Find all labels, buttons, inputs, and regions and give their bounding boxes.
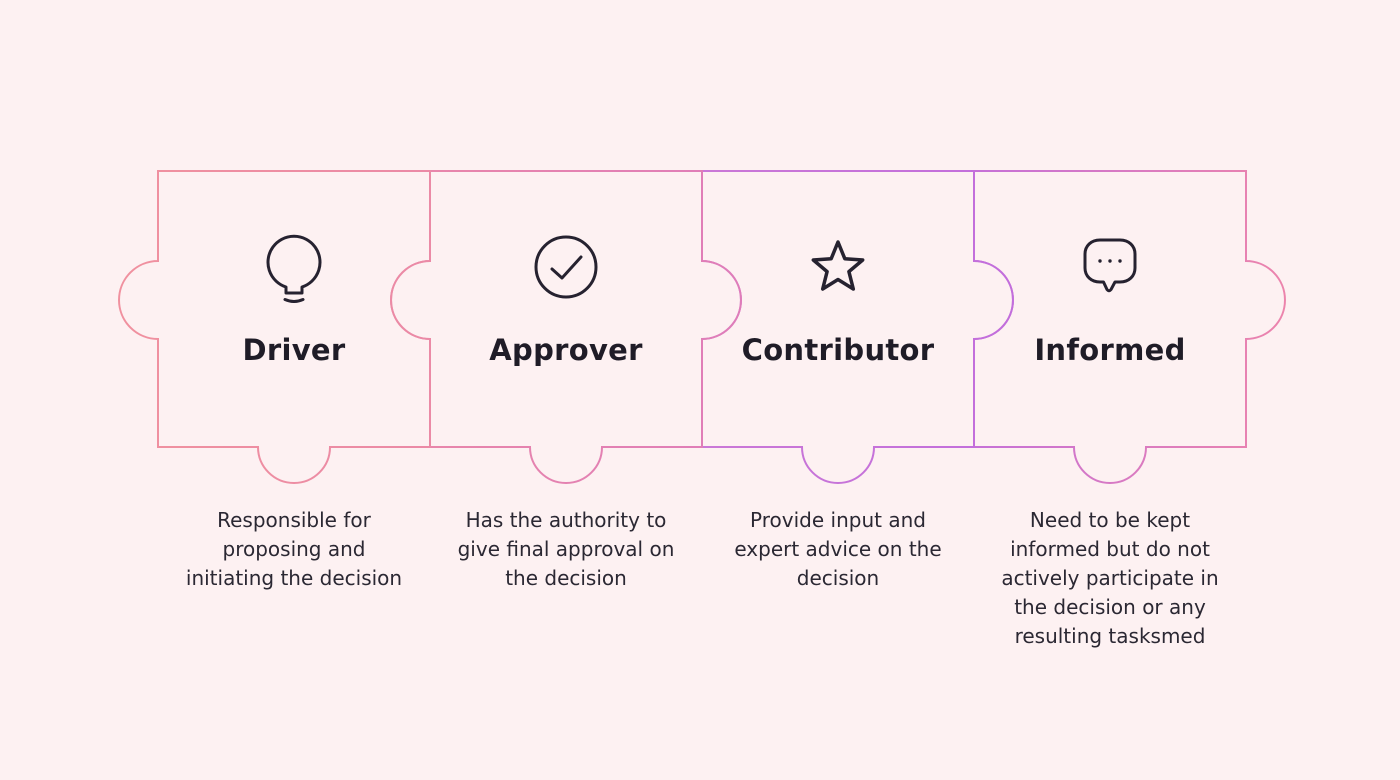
informed-icon-wrap [1074,231,1146,303]
piece-title-informed: Informed [1034,333,1186,367]
piece-informed: Informed [974,171,1246,447]
driver-icon-wrap [258,231,330,303]
approver-icon-wrap [530,231,602,303]
check-circle-icon [534,235,598,299]
piece-description-driver: Responsible for proposing and initiating… [185,508,403,590]
piece-approver: Approver [430,171,702,447]
piece-driver: Driver [158,171,430,447]
piece-title-contributor: Contributor [741,333,935,367]
star-icon [811,240,865,291]
piece-contributor: Contributor [702,171,974,447]
piece-description-approver: Has the authority to give final approval… [457,508,675,590]
speech-bubble-icon [1083,238,1137,293]
piece-description-informed: Need to be kept informed but do not acti… [1001,508,1219,648]
piece-description-contributor: Provide input and expert advice on the d… [734,508,942,590]
contributor-icon-wrap [802,231,874,303]
lightbulb-icon [266,234,322,303]
puzzle-piece-driver-outline [118,170,431,484]
piece-title-driver: Driver [242,333,346,367]
piece-title-approver: Approver [489,333,643,367]
